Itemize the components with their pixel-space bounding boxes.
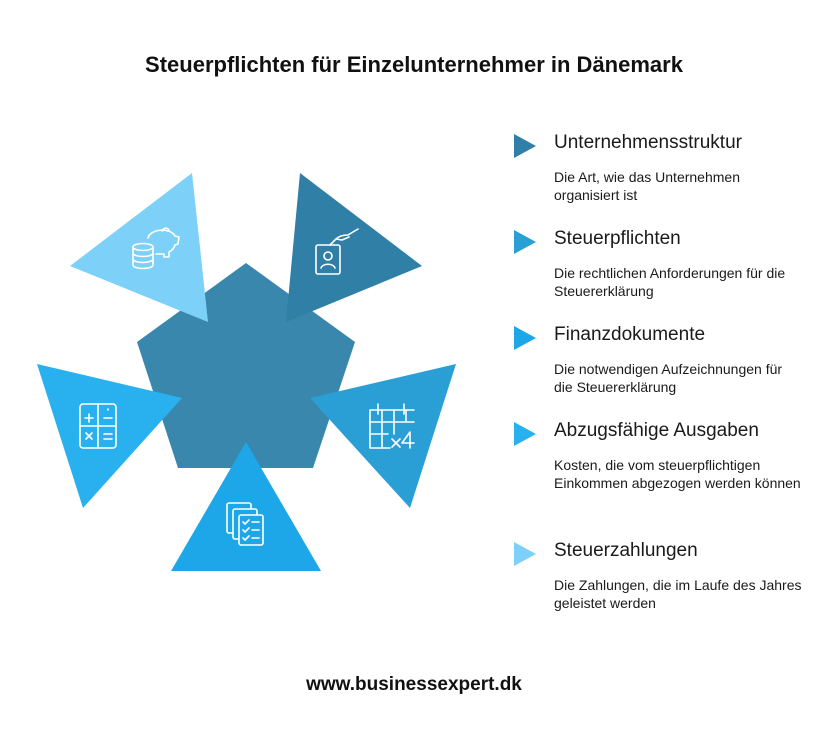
page-title: Steuerpflichten für Einzelunternehmer in… <box>145 52 683 77</box>
legend-description: Die Art, wie das Unternehmen organisiert… <box>554 169 740 203</box>
checklist-documents-icon <box>226 502 264 546</box>
website-footer: www.businessexpert.dk <box>306 674 522 695</box>
legend-heading: Unternehmensstruktur <box>554 132 742 153</box>
triangle-marker-icon <box>514 230 536 254</box>
document-hand-triangle <box>286 173 422 322</box>
legend-description: Die rechtlichen Anforderungen für die St… <box>554 265 786 299</box>
triangle-marker-icon <box>514 422 536 446</box>
checklist-triangle <box>171 442 321 571</box>
legend-description: Die Zahlungen, die im Laufe des Jahres g… <box>554 577 802 611</box>
piggy-bank-triangle <box>70 173 208 322</box>
legend-heading: Finanzdokumente <box>554 324 706 345</box>
legend-description: Die notwendigen Aufzeichnungen für die S… <box>554 361 783 395</box>
legend-heading: Steuerpflichten <box>554 228 681 249</box>
calculator-triangle <box>37 364 182 508</box>
triangle-marker-icon <box>514 134 536 158</box>
legend-description: Kosten, die vom steuerpflichtigen Einkom… <box>554 457 801 491</box>
piggy-bank-coins-icon <box>132 227 180 270</box>
triangle-marker-icon <box>514 326 536 350</box>
legend-heading: Abzugsfähige Ausgaben <box>554 420 759 441</box>
triangle-marker-icon <box>514 542 536 566</box>
calculator-icon <box>79 403 117 449</box>
legend-heading: Steuerzahlungen <box>554 540 698 561</box>
calendar-grid-icon <box>369 403 415 449</box>
id-document-hand-icon <box>315 228 359 275</box>
calendar-triangle <box>310 364 456 508</box>
